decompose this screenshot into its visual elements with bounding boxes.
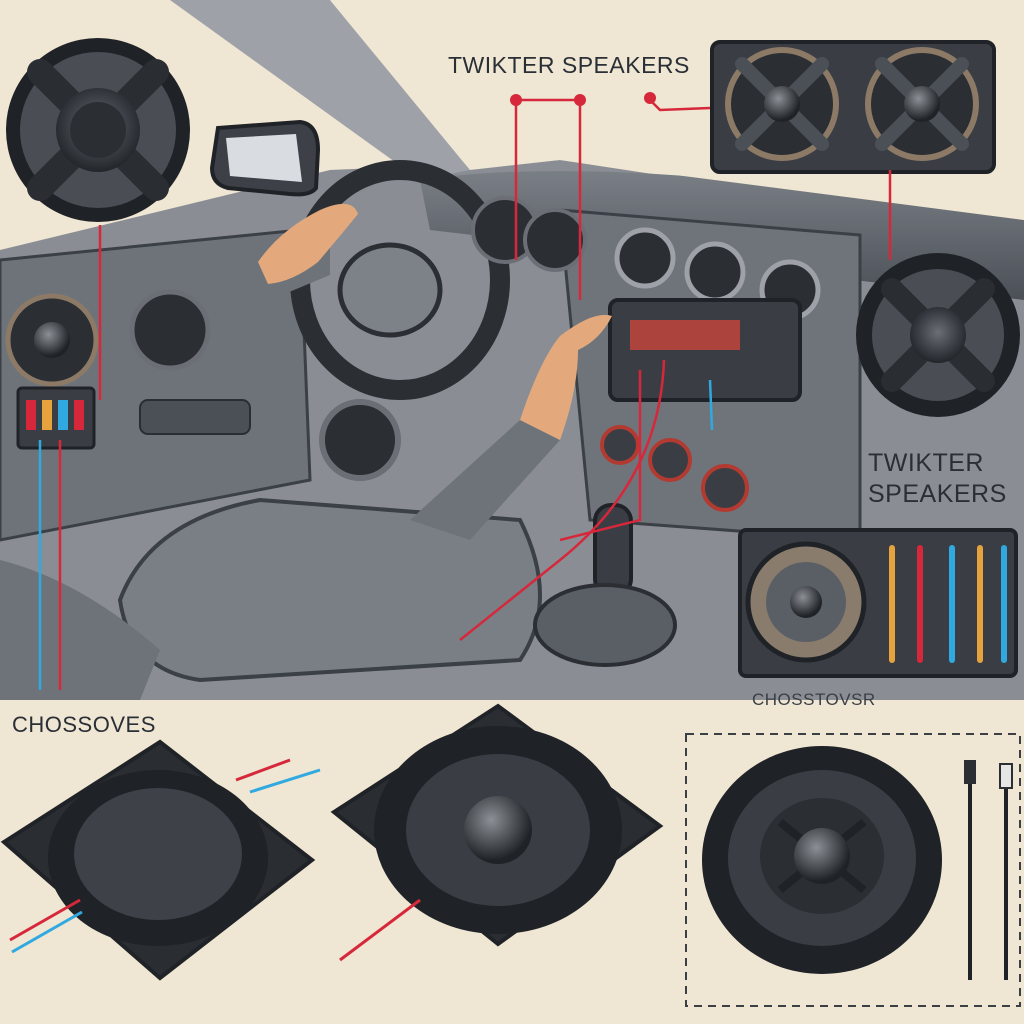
crossover-board-left [16, 386, 96, 450]
square-speaker-bottom-center [330, 703, 664, 962]
tweeter-panel-top-right [710, 40, 996, 174]
crossover-label-right: CHOSSTOVSR [752, 690, 876, 709]
crossover-label-left: CHOSSOVES [12, 712, 156, 737]
speaker-door-left [5, 289, 211, 387]
speaker-top-left [6, 38, 190, 222]
tweeter-speakers-label-top: TWIKTER SPEAKERS [448, 52, 690, 78]
tweeter-speakers-label-right: TWIKTER SPEAKERS [868, 448, 1008, 510]
square-speaker-bottom-left [0, 739, 321, 981]
crossover-panel-right [738, 528, 1018, 678]
speaker-wires [38, 92, 892, 690]
tweeter-label-line1: TWIKTER [868, 449, 984, 477]
speaker-right-mid [856, 253, 1020, 417]
round-speaker-bottom-right [685, 733, 1021, 1007]
tweeter-label-line2: SPEAKERS [868, 480, 1007, 508]
